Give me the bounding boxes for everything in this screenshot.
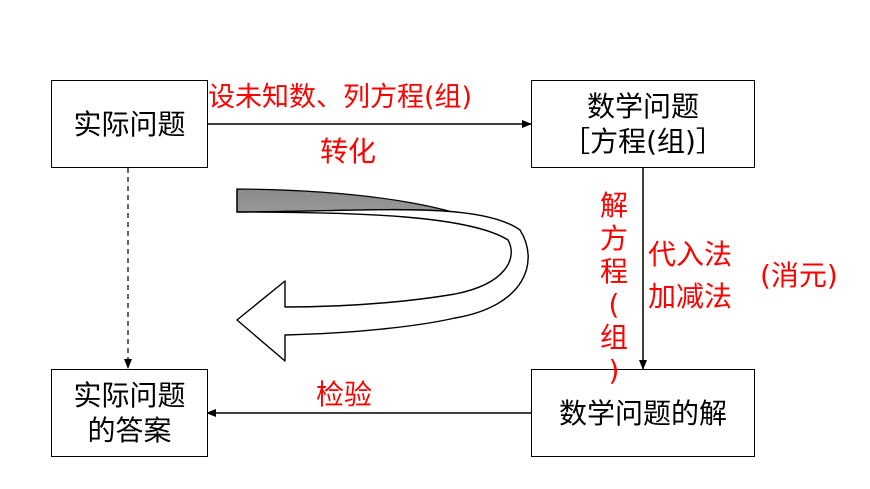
check-label: 检验 xyxy=(316,378,373,411)
solve-char: 解 xyxy=(599,189,628,222)
solve-char: ) xyxy=(608,354,620,387)
solve-char: 程 xyxy=(599,255,628,288)
math-problem-equations-label: ［方程(组)］ xyxy=(562,125,724,158)
solve-equations-label: 解 方 程 ( 组 ) xyxy=(597,189,631,387)
real-answer-box: 实际问题 的答案 xyxy=(51,369,208,457)
math-solution-box: 数学问题的解 xyxy=(531,369,755,457)
real-answer-label-line1: 实际问题 xyxy=(73,379,186,412)
solve-char: 组 xyxy=(599,321,628,354)
addition-method-label: 加减法 xyxy=(648,280,733,313)
real-answer-label-line2: 的答案 xyxy=(87,414,172,447)
solve-char: 方 xyxy=(599,222,628,255)
substitution-method-label: 代入法 xyxy=(648,238,733,271)
real-problem-box: 实际问题 xyxy=(51,80,208,168)
math-problem-label: 数学问题 xyxy=(586,90,699,123)
math-solution-label: 数学问题的解 xyxy=(558,396,727,430)
math-problem-box: 数学问题 ［方程(组)］ xyxy=(531,80,755,168)
transform-label: 转化 xyxy=(320,135,377,168)
real-problem-label: 实际问题 xyxy=(73,107,186,141)
curved-u-turn-arrow-icon xyxy=(236,188,529,362)
elimination-label: (消元) xyxy=(760,259,838,292)
set-unknown-label: 设未知数、列方程(组) xyxy=(208,82,473,113)
solve-char: ( xyxy=(608,288,620,321)
